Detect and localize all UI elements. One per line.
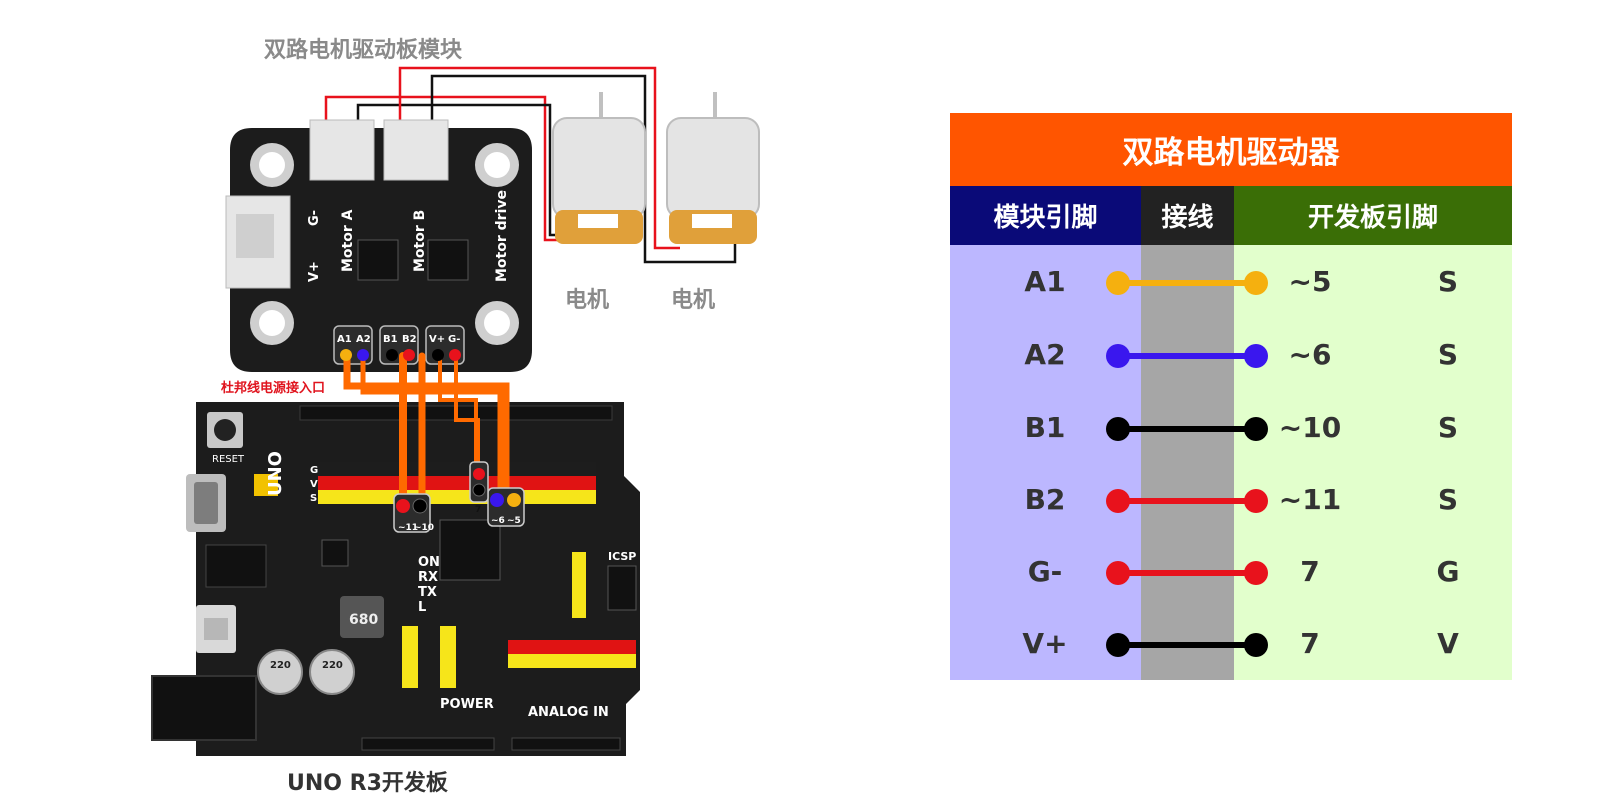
tag-6: ~6 (491, 516, 505, 526)
motor-a-silk: Motor A (340, 209, 356, 272)
svg-text:220: 220 (322, 660, 343, 671)
pin-a1-silk: A1 (337, 334, 352, 345)
board-pin-type-cell: V (1437, 627, 1459, 660)
pin-a2-silk: A2 (356, 334, 371, 345)
row-v-letter: V (310, 479, 318, 490)
uno-title: UNO R3开发板 (287, 771, 448, 796)
wire-endpoint (1106, 489, 1130, 513)
gvs-header-rows: G V S (310, 462, 596, 504)
motor-b-silk: Motor B (412, 210, 428, 272)
motor-a (552, 92, 646, 244)
module-title: 双路电机驱动板模块 (264, 38, 463, 63)
pin-b2-silk: B2 (402, 334, 417, 345)
module-vplus-silk: V+ (307, 261, 322, 282)
wire-endpoint (1244, 633, 1268, 657)
module-pin-cell: B1 (1024, 411, 1066, 444)
module-pin-cell: V+ (1022, 627, 1068, 660)
board-pin-type-cell: S (1437, 265, 1459, 298)
wire-lines (1106, 271, 1268, 657)
wire-endpoint (1106, 417, 1130, 441)
motor-b-connector (383, 119, 449, 181)
pin-vplus-silk: V+ (429, 334, 445, 345)
module-pin-cell: B2 (1024, 483, 1066, 516)
module-pin-cell: G- (1027, 555, 1063, 588)
wire-endpoint (1244, 417, 1268, 441)
wiring-diagram: RESET 220 220 680 UNO G V S (151, 66, 760, 756)
power-label: POWER (440, 697, 494, 712)
header-board-pins: 开发板引脚 (1234, 186, 1512, 245)
header-wiring: 接线 (1141, 186, 1234, 245)
module-pin-dots (340, 349, 461, 361)
header-module-pins: 模块引脚 (950, 186, 1141, 245)
uno-board: RESET 220 220 680 UNO G V S (151, 402, 640, 756)
led-rx-label: RX (418, 570, 438, 585)
pin-b1-silk: B1 (383, 334, 398, 345)
tag-7: 7 (475, 505, 481, 515)
board-pin-cell: ~6 (1288, 338, 1332, 371)
pin-gminus-silk: G- (448, 334, 460, 345)
wire-endpoint (1244, 489, 1268, 513)
wire-endpoint (1106, 633, 1130, 657)
wire-endpoint (1106, 561, 1130, 585)
power-note: 杜邦线电源接入口 (221, 381, 326, 396)
wire-endpoint (1106, 271, 1130, 295)
board-pin-type-cell: S (1437, 411, 1459, 444)
board-pin-cell: 7 (1300, 627, 1320, 660)
wire-endpoint (1244, 271, 1268, 295)
row-s-letter: S (310, 493, 317, 504)
dc-jack (151, 675, 257, 741)
uno-pin-tags: ~11 ~10 ~6 ~5 7 (393, 461, 525, 533)
module-pin-cell: A1 (1024, 265, 1066, 298)
motor-a-connector (309, 119, 375, 181)
motor-a-label: 电机 (565, 288, 610, 313)
led-tx-label: TX (418, 585, 437, 600)
col-wire-body (1141, 245, 1234, 680)
board-pin-type-cell: S (1437, 483, 1459, 516)
wire-endpoint (1244, 344, 1268, 368)
row-g-letter: G (310, 465, 318, 476)
uno-logo: UNO (265, 451, 286, 496)
tag-10: ~10 (414, 523, 434, 533)
led-l-label: L (418, 600, 426, 615)
motor-driver-module: Motor A Motor B Motor drive G- V+ A1 A2 … (225, 119, 532, 372)
tag-5: ~5 (507, 516, 521, 526)
motor-b (666, 92, 760, 244)
tag-11: ~11 (398, 523, 418, 533)
board-pin-cell: ~10 (1278, 411, 1342, 444)
motor-drive-silk: Motor drive (494, 190, 510, 282)
led-on-label: ON (418, 555, 440, 570)
analog-in-label: ANALOG IN (528, 705, 609, 720)
col-module-body (950, 245, 1141, 680)
module-gminus-silk: G- (307, 210, 322, 226)
motor-b-label: 电机 (671, 288, 716, 313)
wire-endpoint (1244, 561, 1268, 585)
board-pin-type-cell: G (1436, 555, 1460, 588)
board-pin-cell: ~5 (1288, 265, 1332, 298)
reset-label: RESET (212, 454, 245, 465)
inductor-label: 680 (349, 612, 378, 628)
col-board-body (1234, 245, 1512, 680)
board-pin-type-cell: S (1437, 338, 1459, 371)
icsp-label: ICSP (608, 550, 636, 563)
board-pin-cell: 7 (1300, 555, 1320, 588)
table-title: 双路电机驱动器 (950, 113, 1512, 186)
board-pin-cell: ~11 (1278, 483, 1342, 516)
wire-endpoint (1106, 344, 1130, 368)
signal-wires (343, 352, 510, 504)
svg-text:220: 220 (270, 660, 291, 671)
module-pin-cell: A2 (1024, 338, 1066, 371)
